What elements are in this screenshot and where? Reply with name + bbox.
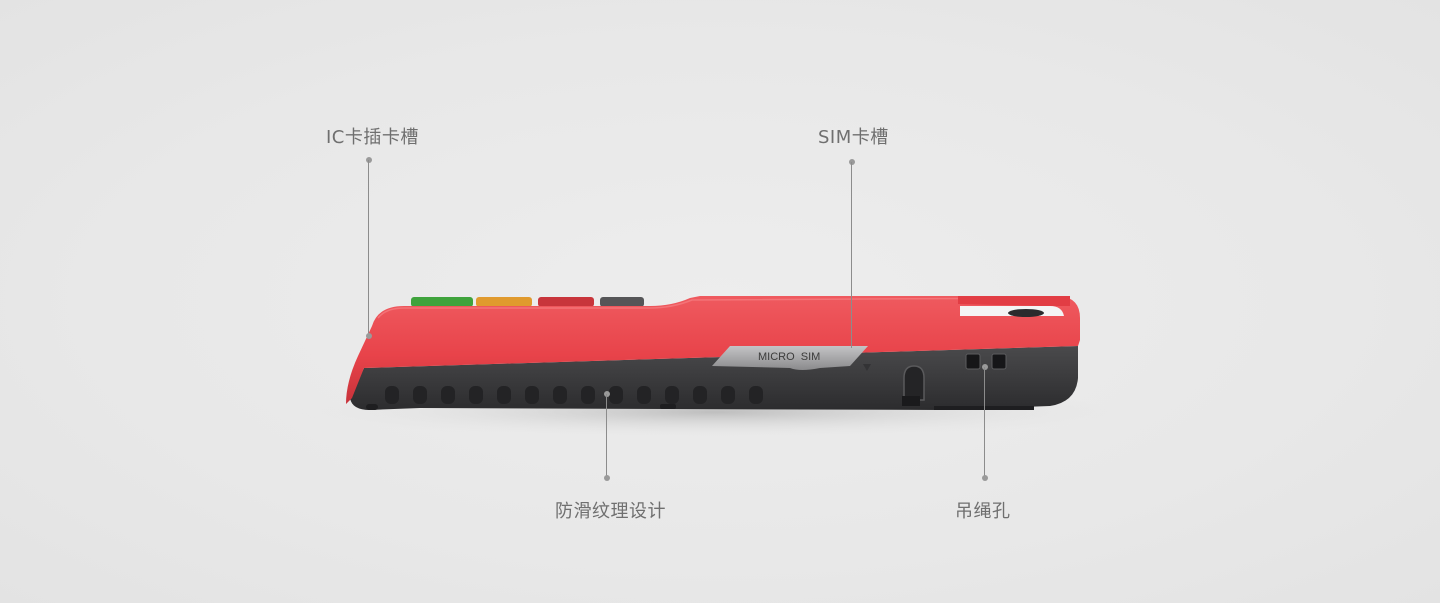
callout-dot [604, 391, 610, 397]
groove [749, 386, 763, 404]
sim-slot-cover [712, 346, 868, 370]
callout-dot [366, 157, 372, 163]
callout-dot [604, 475, 610, 481]
groove [413, 386, 427, 404]
foot-left [366, 404, 378, 410]
printer-roller [1008, 309, 1044, 317]
sim-slot-text: MICRO SIM [758, 351, 820, 363]
lanyard-hole-left [965, 353, 981, 370]
leader-line [851, 162, 852, 348]
callout-dot [366, 333, 372, 339]
arrow-down-icon [863, 364, 871, 371]
body-highlight [377, 297, 1059, 319]
key-gray [600, 297, 644, 307]
anti-slip-grooves [385, 386, 763, 404]
device-body [346, 296, 1080, 404]
key-orange [476, 297, 532, 307]
lanyard-hole [965, 353, 1007, 370]
callout-dot [849, 159, 855, 165]
groove [385, 386, 399, 404]
groove [721, 386, 735, 404]
groove [441, 386, 455, 404]
groove [497, 386, 511, 404]
keypad-buttons [411, 297, 644, 307]
groove [553, 386, 567, 404]
groove [693, 386, 707, 404]
groove [637, 386, 651, 404]
key-red [538, 297, 594, 307]
key-green [411, 297, 473, 307]
groove [525, 386, 539, 404]
callout-dot [982, 364, 988, 370]
printer-flap [958, 296, 1070, 306]
groove [581, 386, 595, 404]
leader-line [606, 394, 607, 478]
port-icon [903, 365, 925, 401]
lanyard-hole-right [991, 353, 1007, 370]
leader-line [368, 160, 369, 336]
callout-sim-card-slot: SIM卡槽 [818, 127, 889, 148]
callout-ic-card-slot: IC卡插卡槽 [326, 127, 419, 148]
callout-dot [982, 475, 988, 481]
foot-middle [660, 404, 676, 409]
callout-anti-slip-texture: 防滑纹理设计 [555, 501, 666, 522]
leader-line [984, 367, 985, 478]
groove [609, 386, 623, 404]
groove [665, 386, 679, 404]
callout-lanyard-hole: 吊绳孔 [955, 501, 1011, 522]
groove [469, 386, 483, 404]
port-inner [902, 396, 920, 406]
